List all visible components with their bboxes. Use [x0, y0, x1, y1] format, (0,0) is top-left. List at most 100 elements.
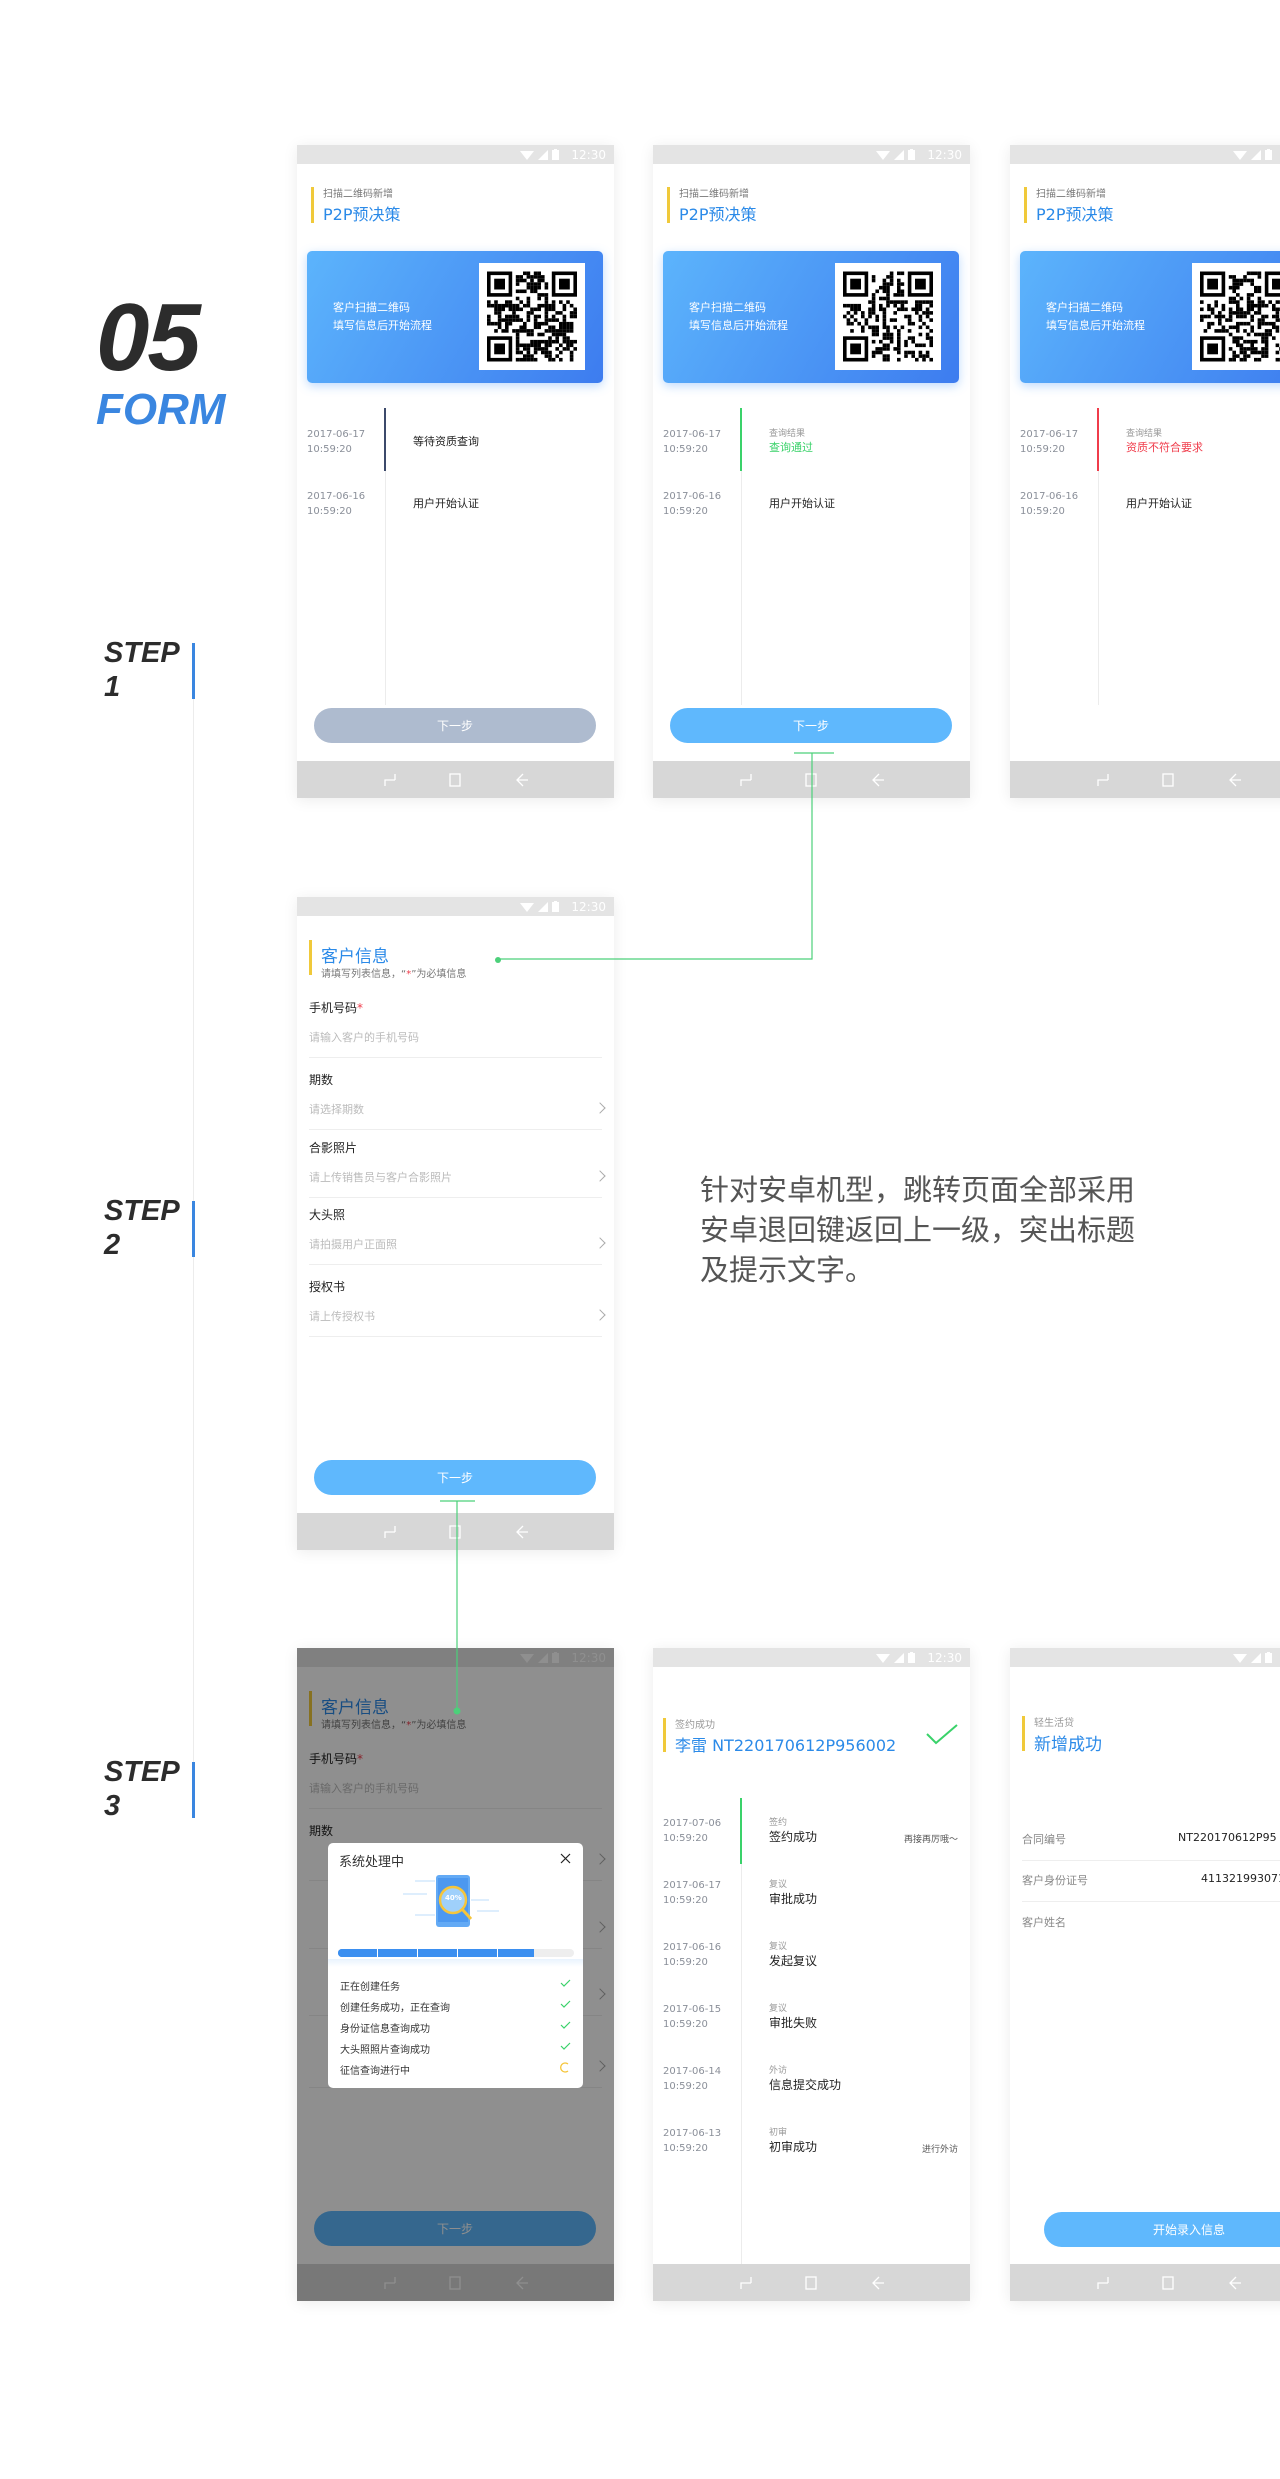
chevron-right-icon[interactable]: [594, 1309, 606, 1321]
field-input[interactable]: 请上传销售员与客户合影照片: [309, 1171, 452, 1184]
card-line-1: 客户扫描二维码: [1046, 301, 1123, 314]
next-step-button[interactable]: 下一步: [314, 708, 596, 743]
field-input[interactable]: 请输入客户的手机号码: [309, 1782, 419, 1795]
recent-apps-icon[interactable]: [1095, 2275, 1111, 2291]
signal-icon: [894, 1652, 905, 1663]
status-bar: 12:30: [1010, 1648, 1280, 1667]
home-icon[interactable]: [447, 1524, 463, 1540]
back-arrow-icon[interactable]: [1226, 772, 1242, 788]
android-nav-bar: [653, 2264, 970, 2301]
battery-icon: [552, 1652, 560, 1663]
field-input[interactable]: 请输入客户的手机号码: [309, 1031, 419, 1044]
recent-apps-icon[interactable]: [382, 2275, 398, 2291]
timeline-active-indicator: [740, 408, 742, 471]
processing-dialog: 系统处理中 40% 正在创建任务创建任务成功，正在查询身份证信息查询成功大头照照…: [328, 1843, 583, 2088]
check-icon: [560, 1979, 571, 1987]
signal-icon: [1251, 1652, 1262, 1663]
field-divider: [309, 1197, 602, 1198]
back-arrow-icon[interactable]: [869, 772, 885, 788]
check-icon: [560, 2021, 571, 2029]
timeline-line: [741, 1798, 742, 2268]
back-arrow-icon[interactable]: [1226, 2275, 1242, 2291]
status-bar: 12:30: [297, 897, 614, 916]
page-title: P2P预决策: [679, 205, 757, 224]
event-label: 外访: [769, 2066, 788, 2076]
event-label: 查询结果: [1126, 429, 1163, 439]
field-label: 期数: [309, 1073, 334, 1087]
page-title: P2P预决策: [1036, 205, 1114, 224]
chevron-right-icon[interactable]: [594, 1102, 606, 1114]
wifi-icon: [520, 902, 535, 912]
recent-apps-icon[interactable]: [1095, 772, 1111, 788]
recent-apps-icon[interactable]: [382, 772, 398, 788]
phone-step1-screen: 12:30 扫描二维码新增 P2P预决策 客户扫描二维码填写信息后开始流程 20…: [653, 145, 970, 798]
title-accent-bar: [663, 1718, 666, 1752]
event-label: 初审: [769, 2128, 788, 2138]
signal-icon: [538, 901, 549, 912]
chevron-right-icon[interactable]: [594, 1237, 606, 1249]
field-label: 手机号码*: [309, 1001, 364, 1015]
next-step-button[interactable]: 下一步: [314, 1460, 596, 1495]
back-arrow-icon[interactable]: [513, 2275, 529, 2291]
event-label: 查询结果: [769, 429, 806, 439]
battery-icon: [552, 149, 560, 160]
recent-apps-icon[interactable]: [382, 1524, 398, 1540]
field-label: 期数: [309, 1824, 334, 1838]
process-step: 身份证信息查询成功: [340, 2024, 430, 2035]
page-subtitle: 扫描二维码新增: [1036, 189, 1106, 200]
page-title: 客户信息: [321, 1698, 389, 1718]
process-step: 征信查询进行中: [340, 2066, 410, 2077]
card-line-2: 填写信息后开始流程: [333, 319, 432, 332]
close-icon[interactable]: [560, 1853, 571, 1864]
field-input[interactable]: 请拍摄用户正面照: [309, 1238, 397, 1251]
status-bar: 12:30: [653, 1648, 970, 1667]
card-line-2: 填写信息后开始流程: [1046, 319, 1145, 332]
back-arrow-icon[interactable]: [869, 2275, 885, 2291]
field-input[interactable]: 请上传授权书: [309, 1310, 375, 1323]
field-label: 大头照: [309, 1208, 346, 1222]
loading-spinner-icon: [560, 2062, 569, 2073]
battery-icon: [908, 149, 916, 160]
home-icon[interactable]: [447, 772, 463, 788]
next-step-button[interactable]: 下一步: [670, 708, 952, 743]
event-text: 等待资质查询: [413, 435, 479, 448]
field-input[interactable]: 请选择期数: [309, 1103, 364, 1116]
phone-step1-screen: 12:30 扫描二维码新增 P2P预决策 客户扫描二维码填写信息后开始流程 20…: [297, 145, 614, 798]
home-icon[interactable]: [803, 772, 819, 788]
wifi-icon: [876, 1653, 891, 1663]
recent-apps-icon[interactable]: [738, 772, 754, 788]
android-nav-bar: [1010, 2264, 1280, 2301]
status-time: 12:30: [571, 1650, 606, 1665]
status-time: 12:30: [571, 899, 606, 914]
field-label: 授权书: [309, 1280, 346, 1294]
home-icon[interactable]: [803, 2275, 819, 2291]
event-note: 再接再厉哦～: [903, 1835, 958, 1845]
event-text: 用户开始认证: [769, 497, 835, 510]
start-entry-button[interactable]: 开始录入信息: [1044, 2212, 1280, 2247]
status-time: 12:30: [571, 147, 606, 162]
event-text: 信息提交成功: [769, 2078, 842, 2092]
next-step-button[interactable]: 下一步: [314, 2211, 596, 2246]
home-icon[interactable]: [447, 2275, 463, 2291]
back-arrow-icon[interactable]: [513, 1524, 529, 1540]
qr-code-image: [487, 271, 577, 362]
signal-icon: [538, 1652, 549, 1663]
battery-icon: [552, 901, 560, 912]
home-icon[interactable]: [1160, 772, 1176, 788]
home-icon[interactable]: [1160, 2275, 1176, 2291]
chevron-right-icon[interactable]: [594, 1170, 606, 1182]
status-bar: 12:30: [653, 145, 970, 164]
title-accent-bar: [309, 1691, 312, 1726]
process-step: 正在创建任务: [340, 1982, 400, 1993]
required-asterisk: *: [357, 1752, 364, 1766]
recent-apps-icon[interactable]: [738, 2275, 754, 2291]
back-arrow-icon[interactable]: [513, 772, 529, 788]
card-line-1: 客户扫描二维码: [333, 301, 410, 314]
row-divider: [1022, 1901, 1280, 1902]
